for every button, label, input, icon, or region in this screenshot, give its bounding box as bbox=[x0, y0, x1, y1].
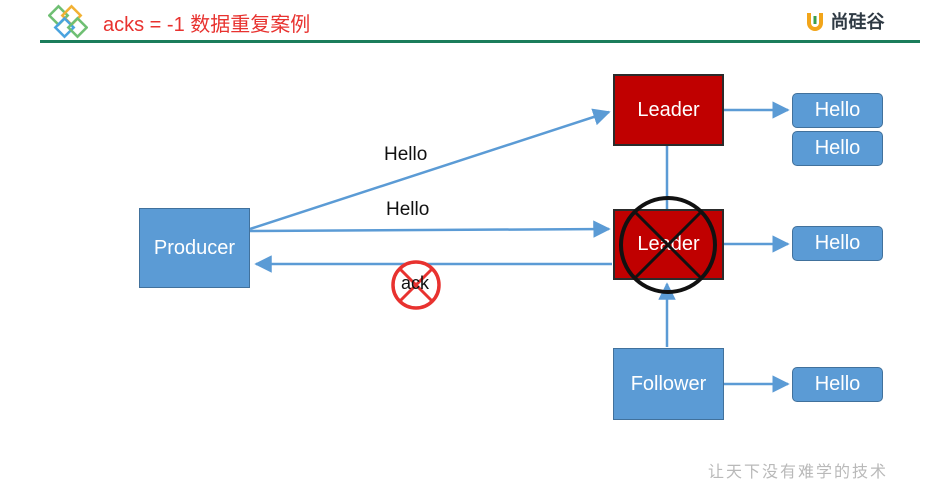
message-label: Hello bbox=[814, 232, 861, 254]
header-divider bbox=[40, 40, 920, 43]
arrow-producer-to-leader-failed bbox=[249, 220, 611, 238]
brand-name: 尚硅谷 bbox=[830, 12, 885, 32]
slide-header: acks = -1 数据重复案例 尚硅谷 bbox=[0, 0, 928, 48]
diamond-logo-icon bbox=[48, 4, 88, 39]
producer-node: Producer bbox=[139, 208, 250, 288]
edge-label-hello-lower: Hello bbox=[386, 199, 430, 220]
follower-label: Follower bbox=[630, 372, 707, 395]
leader-top-label: Leader bbox=[637, 98, 700, 121]
message-label: Hello bbox=[814, 373, 861, 395]
brand-u-icon bbox=[807, 13, 823, 31]
ack-label: ack bbox=[401, 273, 430, 293]
brand-logo: 尚硅谷 bbox=[806, 8, 884, 36]
message-label: Hello bbox=[814, 137, 861, 159]
arrow-producer-to-leader-top bbox=[249, 108, 611, 231]
leader-node-failed: Leader bbox=[613, 209, 724, 280]
message-hello-middle: Hello bbox=[792, 226, 883, 261]
leader-node-top: Leader bbox=[613, 74, 724, 146]
slide-title: acks = -1 数据重复案例 bbox=[103, 14, 311, 36]
message-hello-bottom: Hello bbox=[792, 367, 883, 402]
follower-node: Follower bbox=[613, 348, 724, 420]
slogan-watermark: 让天下没有难学的技术 bbox=[708, 462, 889, 481]
message-hello-top-1: Hello bbox=[792, 93, 883, 128]
message-label: Hello bbox=[814, 99, 861, 121]
message-hello-top-2: Hello bbox=[792, 131, 883, 166]
producer-label: Producer bbox=[153, 236, 236, 259]
edge-label-hello-upper: Hello bbox=[384, 144, 428, 165]
